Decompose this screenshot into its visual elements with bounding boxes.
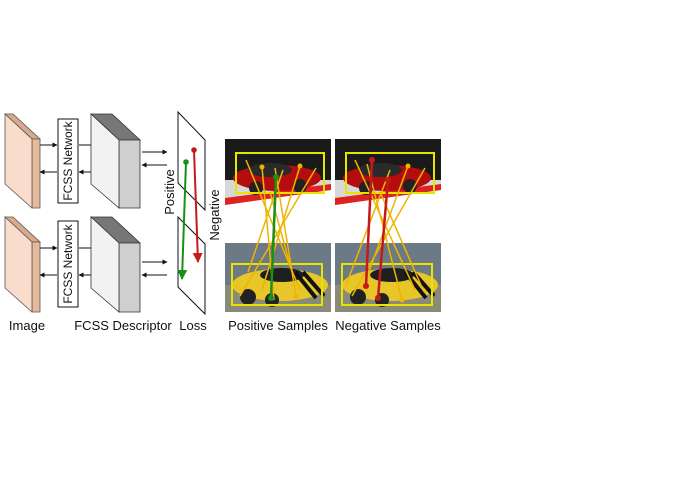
descriptor-cube-top <box>89 113 142 209</box>
fcss-network-label-bottom: FCSS Network <box>61 223 75 303</box>
fcss-network-block-top: FCSS Network <box>57 118 79 204</box>
negative-sample-matches <box>345 157 426 303</box>
fcss-network-block-bottom: FCSS Network <box>57 220 79 308</box>
fcss-descriptor-caption: FCSS Descriptor <box>74 318 172 333</box>
positive-sample-matches <box>239 159 317 301</box>
positive-bottom-photo <box>225 243 331 312</box>
positive-label: Positive <box>162 169 177 215</box>
loss-caption: Loss <box>179 318 207 333</box>
arrows-image-to-network-bottom <box>39 245 58 278</box>
negative-top-photo <box>335 139 441 212</box>
loss-plane-top <box>177 110 206 212</box>
image-slab-top <box>3 113 42 209</box>
arrows-image-to-network-top <box>39 142 58 175</box>
arrows-descriptor-to-loss-top <box>141 149 168 168</box>
negative-bottom-photo <box>335 243 441 312</box>
arrows-descriptor-to-loss-bottom <box>141 259 168 278</box>
positive-top-photo <box>225 139 331 212</box>
negative-correspondence-line <box>191 147 203 263</box>
image-slab-bottom <box>3 216 42 313</box>
image-caption: Image <box>9 318 45 333</box>
descriptor-cube-bottom <box>89 216 142 313</box>
negative-samples-caption: Negative Samples <box>335 318 441 333</box>
positive-correspondence-line <box>177 159 189 280</box>
positive-samples-caption: Positive Samples <box>228 318 328 333</box>
negative-label: Negative <box>207 189 222 240</box>
fcss-network-label-top: FCSS Network <box>61 120 75 200</box>
